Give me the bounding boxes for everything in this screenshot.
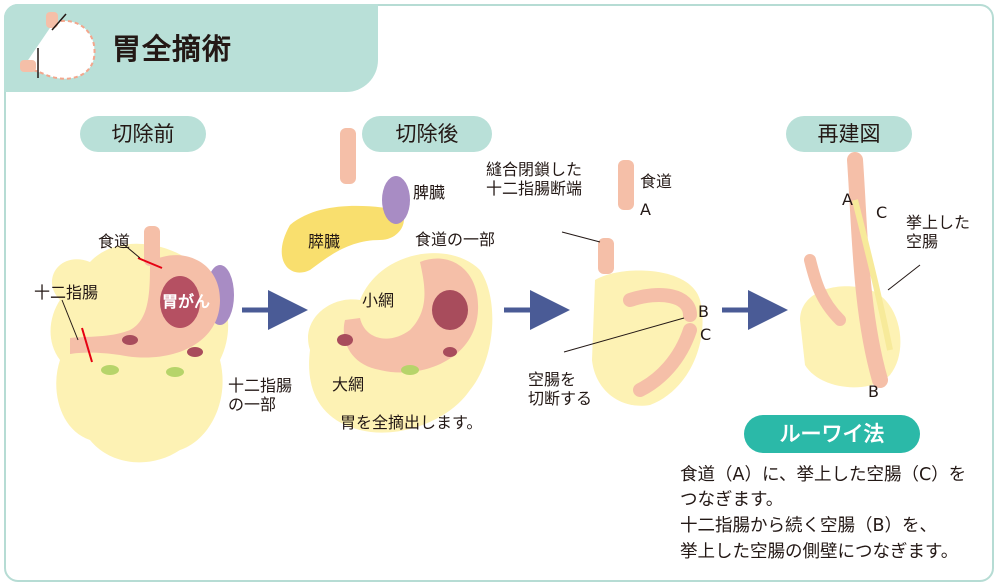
page-title: 胃全摘術 (112, 32, 233, 66)
method-name-badge: ルーワイ法 (744, 415, 920, 453)
label-duodenum-part: 十二指腸 の一部 (228, 376, 293, 414)
label-recon-point-c: C (876, 203, 888, 222)
label-recon-point-a: A (842, 190, 853, 209)
method-description-line-4: 挙上した空腸の側壁につなぎます。 (680, 542, 959, 562)
stage-after-pill: 切除後 (362, 116, 492, 152)
stage-reconstruction-pill: 再建図 (786, 116, 912, 152)
label-step3-point-b: B (698, 302, 709, 321)
label-lesser-omentum: 小網 (362, 291, 395, 310)
label-cut-jejunum: 空腸を 切断する (528, 370, 593, 408)
label-spleen: 脾臓 (413, 183, 446, 202)
label-pancreas: 膵臓 (308, 232, 341, 251)
after-resection-illustration (281, 128, 493, 433)
method-description-line-1: 食道（A）に、挙上した空腸（C）を (680, 465, 967, 485)
before-resection-illustration (50, 226, 234, 463)
label-esophagus: 食道 (98, 232, 131, 251)
label-recon-point-b: B (868, 382, 879, 401)
label-duodenum: 十二指腸 (34, 283, 99, 302)
method-description-line-3: 十二指腸から続く空腸（B）を、 (680, 516, 938, 536)
stage-before-pill: 切除前 (80, 116, 206, 152)
label-gastric-cancer: 胃がん (162, 292, 211, 311)
diagram-frame (4, 4, 994, 582)
label-greater-omentum: 大網 (332, 375, 365, 394)
method-description-line-2: つなぎます。 (680, 490, 784, 510)
label-step3-point-a: A (640, 200, 651, 219)
label-step3-esophagus: 食道 (640, 172, 673, 191)
label-lifted-jejunum: 挙上した 空腸 (906, 213, 971, 251)
jejunum-cut-illustration (561, 160, 703, 406)
label-step3-point-c: C (700, 325, 712, 344)
label-sutured-stump: 縫合閉鎖した 十二指腸断端 (486, 160, 583, 198)
stomach-icon (20, 12, 96, 80)
reconstruction-illustration (800, 152, 921, 388)
label-after-caption: 胃を全摘出します。 (340, 413, 483, 432)
label-esophagus-part: 食道の一部 (415, 230, 496, 249)
